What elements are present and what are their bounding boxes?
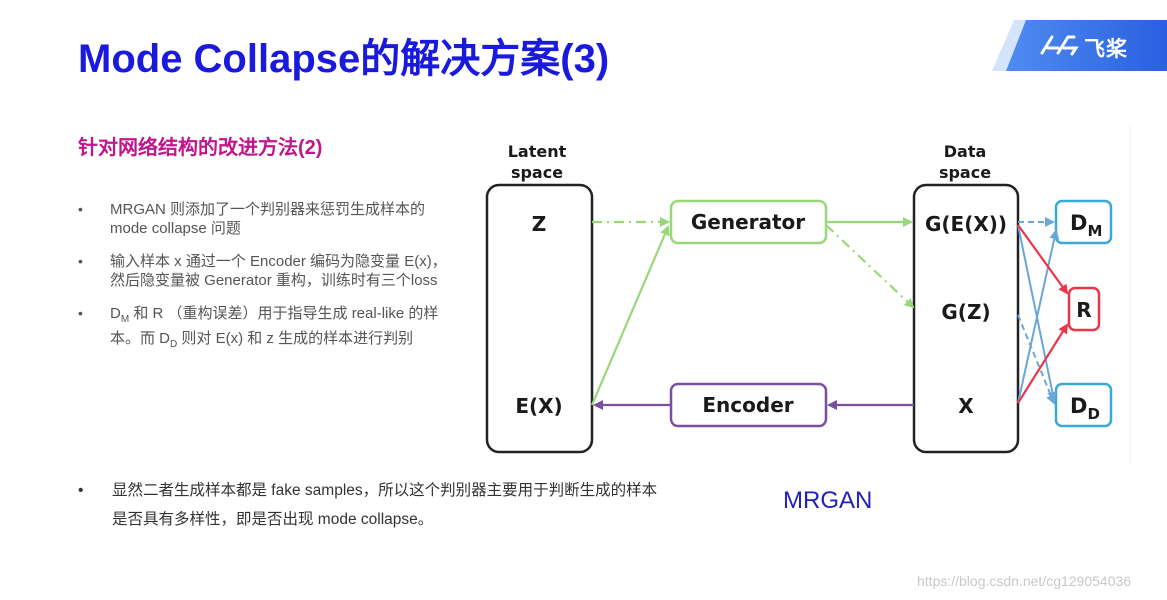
z-node-label: Z [532,212,547,236]
source-watermark: https://blog.csdn.net/cg129054036 [917,573,1132,589]
dd-box [1054,382,1113,428]
latent-label-line2: space [511,163,563,182]
ex-to-generator-arrow [590,225,670,406]
bullet-dot-icon: • [78,305,83,321]
latent-label-line1: Latent [508,142,567,161]
gz-to-dd-arrow [1017,314,1056,405]
gz-node-label: G(Z) [941,300,990,324]
bullet-sub-m: M [120,314,130,325]
bullet-item: • DM 和 R （重构误差）用于指导生成 real-like 的样本。而 DD… [78,304,448,354]
bullet-item: • MRGAN 则添加了一个判别器来惩罚生成样本的 mode collapse … [78,200,448,238]
bullet-list: • MRGAN 则添加了一个判别器来惩罚生成样本的 mode collapse … [78,200,448,368]
bullet-text: 和 R （重构误差）用于指导生成 real-like 的样本。而 D [110,305,439,347]
bullet-sub-d: D [170,339,178,350]
generator-label: Generator [691,210,805,234]
gex-to-r-arrow [1017,224,1069,295]
data-label-line1: Data [944,142,987,161]
bottom-bullet-text: 显然二者生成样本都是 fake samples，所以这个判别器主要用于判断生成的… [112,482,658,528]
x-to-r-arrow [1017,323,1069,404]
diagram-caption: MRGAN [783,487,873,514]
bullet-dot-icon: • [78,201,83,217]
data-space-box [912,183,1020,454]
gex-to-dd-arrow [1017,224,1058,402]
page-title: Mode Collapse的解决方案(3) [78,37,610,81]
bullet-text: 则对 E(x) 和 z 生成的样本进行判别 [177,330,414,347]
ex-node-label: E(X) [515,394,562,418]
bullet-text: 输入样本 x 通过一个 Encoder 编码为隐变量 E(x)， 然后隐变量被 … [110,253,447,289]
x-node-label: X [958,394,974,418]
bullet-text-dm: D [110,305,121,322]
data-label-line2: space [939,163,991,182]
r-box [1067,286,1101,332]
bullet-dot-icon: • [78,482,84,499]
x-to-dm-arrow [1017,229,1060,404]
logo-banner-icon [992,20,1167,71]
section-subtitle: 针对网络结构的改进方法(2) [78,137,323,159]
dd-label: DD [1070,394,1100,423]
generator-to-gz-arrow [825,224,915,309]
encoder-label: Encoder [702,393,793,417]
bullet-text: MRGAN 则添加了一个判别器来惩罚生成样本的 mode collapse 问题 [110,201,426,237]
latent-space-box [485,183,594,454]
logo-text: 飞桨 [1084,38,1128,61]
dm-label: DM [1070,211,1102,240]
r-label: R [1076,298,1091,322]
gex-node-label: G(E(X)) [925,212,1007,236]
bullet-dot-icon: • [78,253,83,269]
paddle-logo: 飞桨 [992,20,1167,71]
bullet-item: • 输入样本 x 通过一个 Encoder 编码为隐变量 E(x)， 然后隐变量… [78,252,448,290]
dm-box [1054,199,1113,245]
bottom-bullet: • 显然二者生成样本都是 fake samples，所以这个判别器主要用于判断生… [78,476,672,534]
mrgan-diagram: Latent space Data space Z E(X) G(E(X)) G… [485,125,1131,465]
